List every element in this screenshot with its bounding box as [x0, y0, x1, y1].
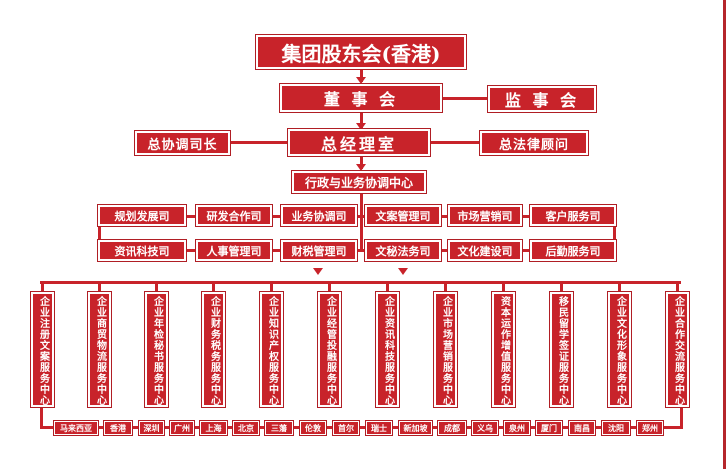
- department-box: 后勤服务司: [530, 240, 616, 261]
- connector-line: [360, 112, 363, 128]
- city-label: 马来西亚: [54, 421, 98, 435]
- connector-arrow: [356, 123, 366, 130]
- right-edge-bar: [723, 0, 726, 469]
- department-box: 文秘法务司: [365, 240, 441, 261]
- city-label: 厦门: [536, 421, 562, 435]
- connector-line: [230, 141, 288, 144]
- department-box: 财税管理司: [281, 240, 357, 261]
- connector-line: [360, 155, 363, 169]
- connector-line: [98, 216, 101, 249]
- connector-line: [155, 281, 158, 293]
- department-box: 文化建设司: [448, 240, 522, 261]
- connector-line: [360, 68, 363, 82]
- department-box: 人事管理司: [196, 240, 272, 261]
- supervisory-box: 监 事 会: [488, 86, 596, 112]
- connector-line: [98, 215, 616, 218]
- connector-line: [40, 406, 43, 427]
- department-box: 业务协调司: [281, 205, 357, 226]
- department-box: 研发合作司: [196, 205, 272, 226]
- connector-arrow: [356, 164, 366, 171]
- department-box: 市场营销司: [448, 205, 522, 226]
- city-label: 沈阳: [602, 421, 630, 435]
- city-label: 成都: [438, 421, 466, 435]
- department-box: 客户服务司: [530, 205, 616, 226]
- legal-counsel-box: 总法律顾问: [480, 131, 588, 155]
- service-center-box: 企业合作交流服务中心: [666, 292, 689, 407]
- connector-line: [360, 192, 363, 252]
- city-label: 三藩: [265, 421, 293, 435]
- service-center-box: 企业市场营销服务中心: [434, 292, 457, 407]
- admin-center-box: 行政与业务协调中心: [292, 171, 426, 193]
- connector-line: [430, 141, 480, 144]
- city-label: 泉州: [504, 421, 530, 435]
- city-label: 义乌: [472, 421, 498, 435]
- department-box: 资讯科技司: [98, 240, 186, 261]
- service-center-box: 企业资讯科技服务中心: [376, 292, 399, 407]
- connector-line: [328, 281, 331, 293]
- city-label: 瑞士: [366, 421, 392, 435]
- connector-line: [40, 426, 683, 429]
- service-center-box: 企业经管投融服务中心: [318, 292, 341, 407]
- connector-arrow: [356, 77, 366, 84]
- connector-line: [502, 281, 505, 293]
- city-label: 上海: [200, 421, 227, 435]
- service-center-box: 企业文化形象服务中心: [608, 292, 631, 407]
- connector-line: [613, 216, 616, 249]
- service-center-box: 资本运作增值服务中心: [492, 292, 515, 407]
- service-center-box: 企业财务税务服务中心: [202, 292, 225, 407]
- city-label: 首尔: [333, 421, 359, 435]
- connector-arrow: [398, 268, 408, 275]
- ceo-office-box: 总经理室: [288, 129, 430, 156]
- service-center-box: 移民留学签证服务中心: [550, 292, 573, 407]
- connector-line: [618, 281, 621, 293]
- connector-line: [386, 281, 389, 293]
- connector-line: [676, 281, 679, 293]
- connector-line: [442, 97, 488, 100]
- department-box: 文案管理司: [365, 205, 441, 226]
- service-center-box: 企业年检秘书服务中心: [145, 292, 168, 407]
- connector-line: [41, 281, 44, 293]
- department-box: 规划发展司: [98, 205, 186, 226]
- service-center-box: 企业注册文案服务中心: [31, 292, 54, 407]
- connector-line: [560, 281, 563, 293]
- connector-line: [40, 281, 681, 284]
- city-label: 广州: [170, 421, 194, 435]
- coordinator-box: 总协调司长: [135, 131, 230, 155]
- city-label: 新加坡: [399, 421, 432, 435]
- city-label: 伦敦: [300, 421, 326, 435]
- connector-line: [680, 406, 683, 427]
- city-label: 深圳: [139, 421, 164, 435]
- connector-line: [98, 281, 101, 293]
- connector-line: [444, 281, 447, 293]
- city-label: 南昌: [569, 421, 595, 435]
- connector-line: [270, 281, 273, 293]
- connector-arrow: [313, 268, 323, 275]
- service-center-box: 企业知识产权服务中心: [260, 292, 283, 407]
- service-center-box: 企业商贸物流服务中心: [88, 292, 111, 407]
- board-box: 董 事 会: [280, 84, 442, 112]
- city-label: 香港: [104, 421, 132, 435]
- shareholders-box: 集团股东会(香港): [256, 35, 466, 69]
- connector-line: [212, 281, 215, 293]
- city-label: 北京: [233, 421, 259, 435]
- city-label: 郑州: [637, 421, 663, 435]
- connector-line: [98, 249, 616, 252]
